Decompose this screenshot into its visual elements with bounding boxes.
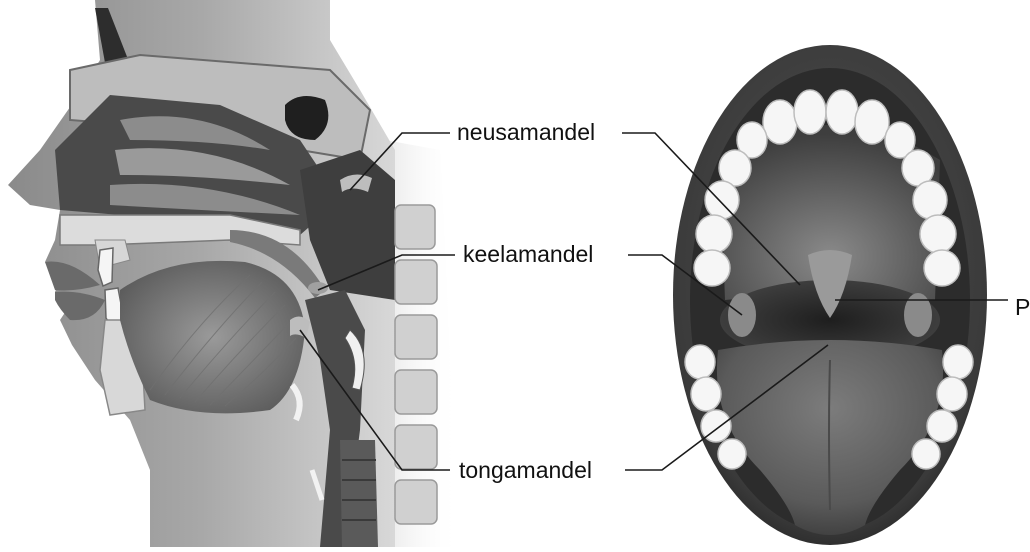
tongue-sagittal bbox=[120, 261, 305, 414]
label-tongamandel: tongamandel bbox=[459, 459, 592, 482]
label-p: P bbox=[1015, 296, 1030, 319]
palatine-tonsil-tissue bbox=[308, 282, 328, 294]
open-mouth bbox=[673, 45, 987, 545]
tongue-groove bbox=[829, 360, 830, 510]
head-sagittal-section bbox=[8, 0, 460, 547]
label-neusamandel: neusamandel bbox=[457, 121, 595, 144]
label-keelamandel: keelamandel bbox=[463, 243, 593, 266]
larynx bbox=[340, 440, 378, 547]
